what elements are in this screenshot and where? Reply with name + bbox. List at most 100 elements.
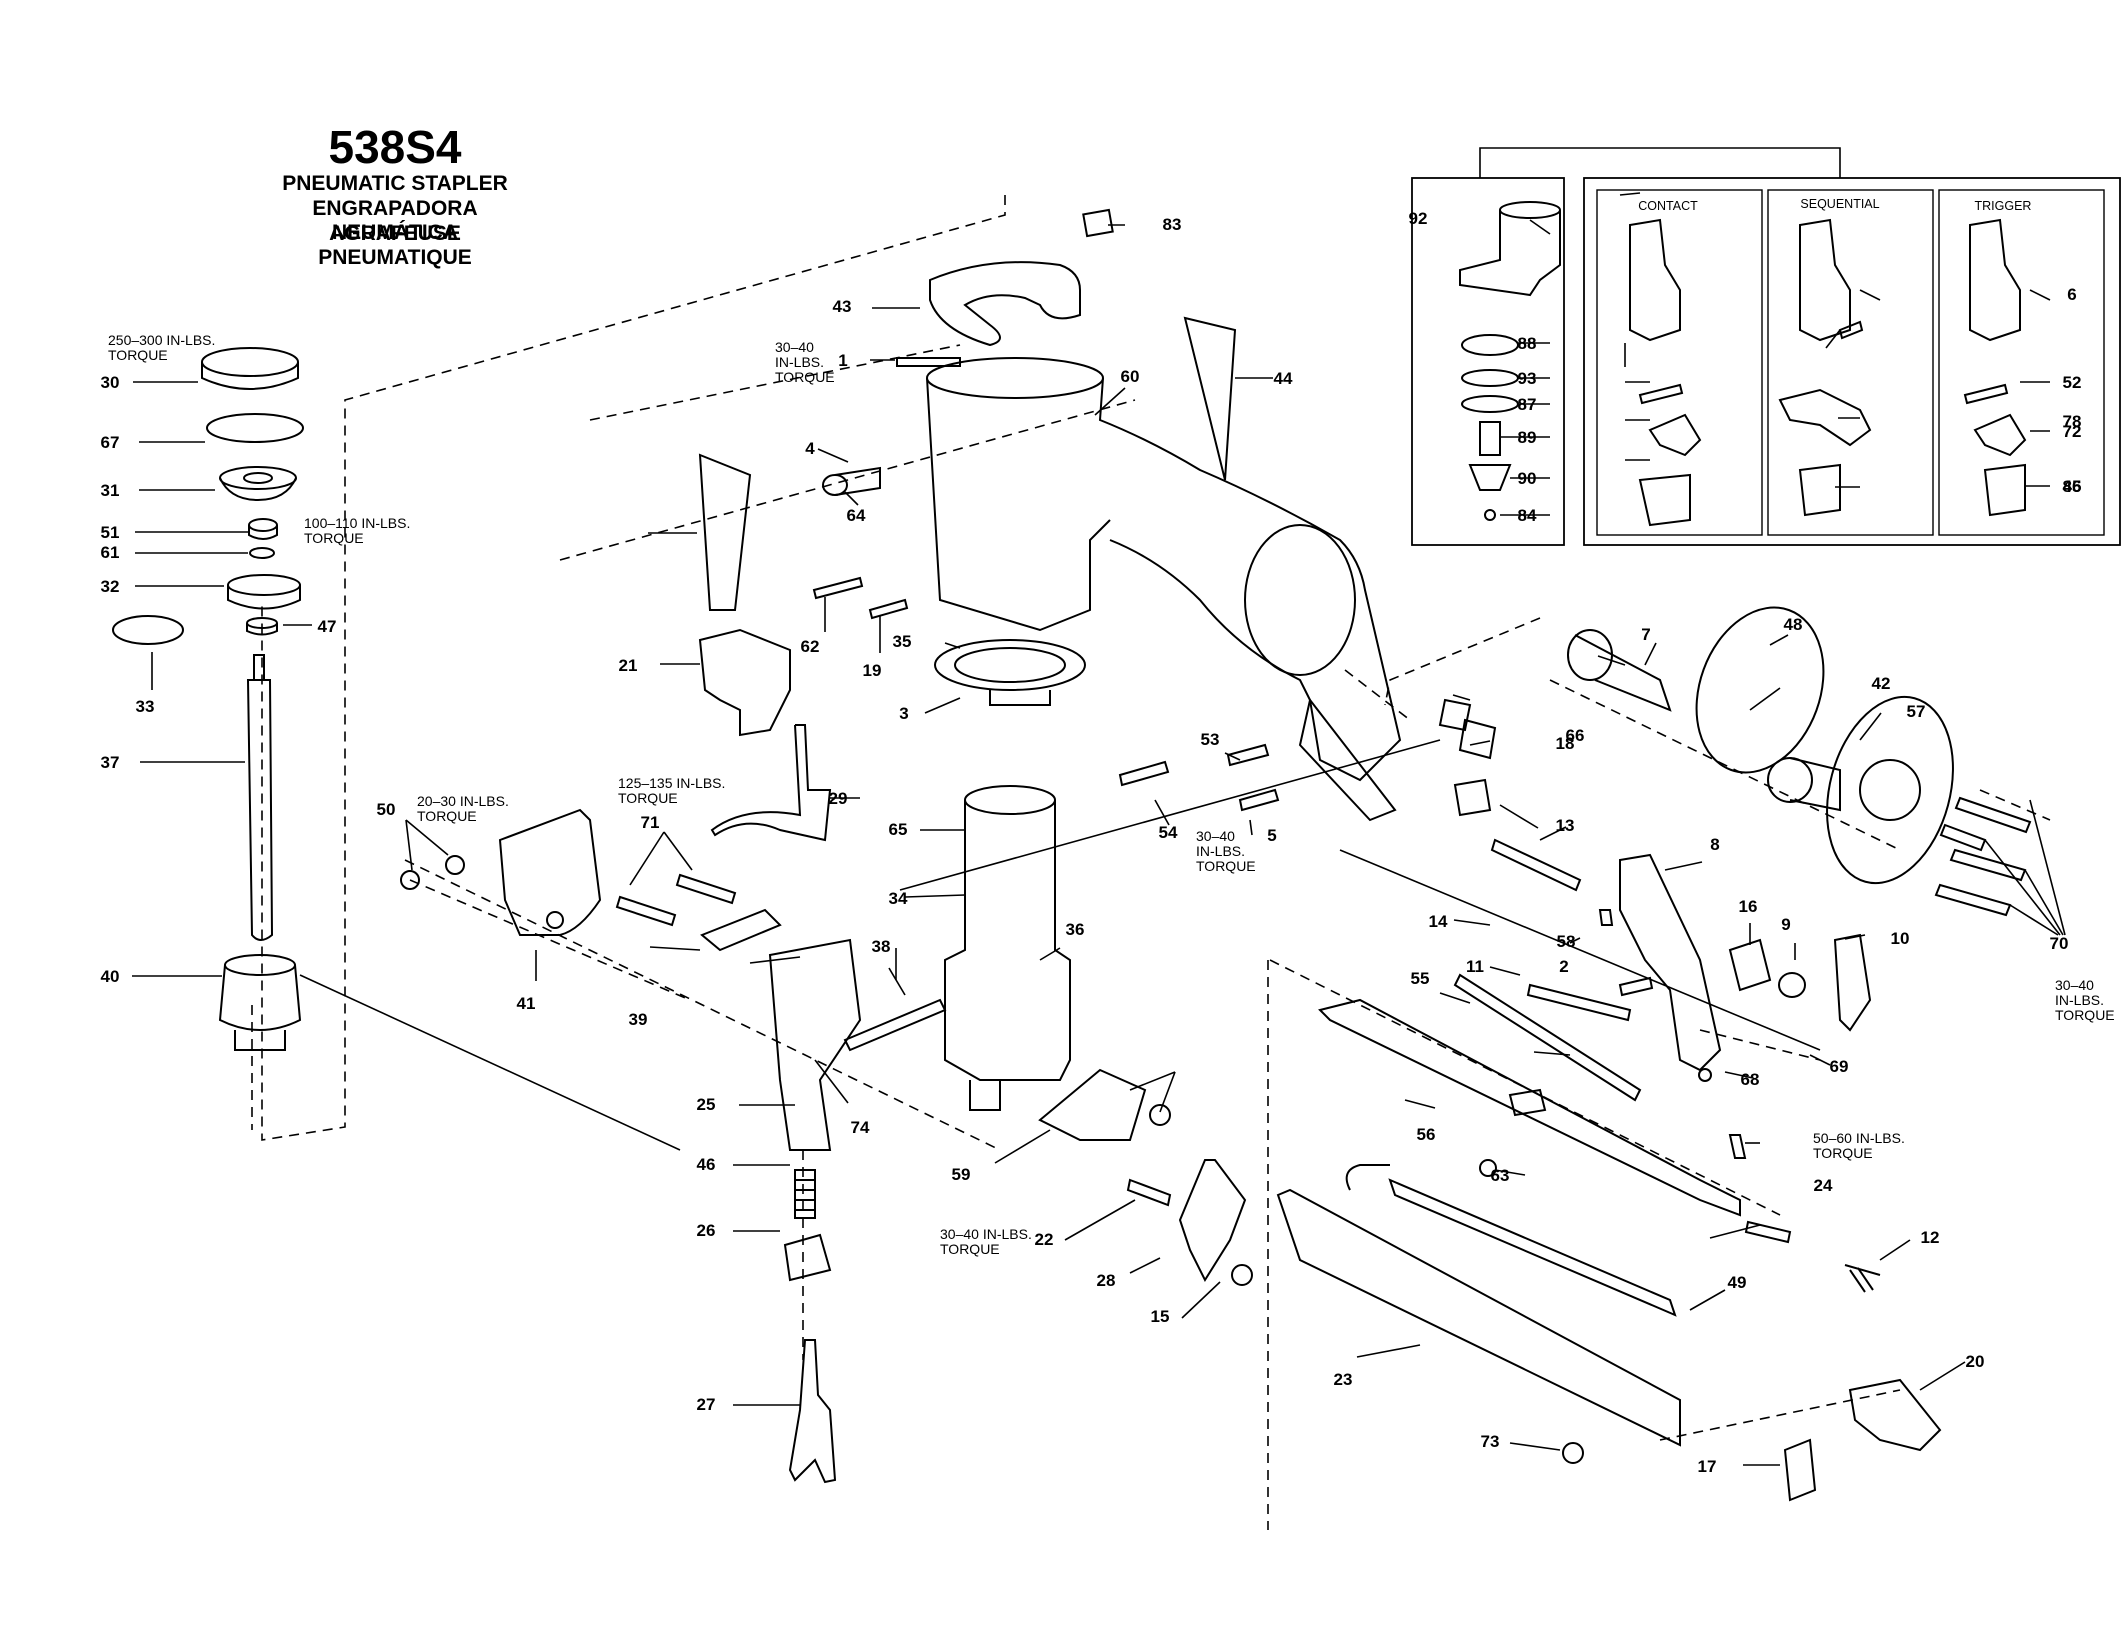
end-cap-part-41 <box>498 808 602 936</box>
spring-part-46 <box>794 1169 816 1219</box>
part-label: 55 <box>1411 969 1430 988</box>
part-label: 46 <box>697 1155 716 1174</box>
valve-seat-part-88 <box>1461 334 1519 356</box>
washer-small-part <box>246 617 278 636</box>
pin-part-53b <box>1238 788 1280 812</box>
part-label: 84 <box>1518 506 1537 525</box>
part-label: 7 <box>1641 625 1650 644</box>
bolt-part-70a <box>1954 796 2032 834</box>
bolt-part-70e <box>1939 823 1987 852</box>
seal-part-18 <box>1453 778 1492 817</box>
part-label: 9 <box>1781 915 1790 934</box>
seal-ring-part <box>112 615 184 645</box>
valve-stem-part-92 <box>1459 201 1561 297</box>
o-ring-part <box>206 413 304 443</box>
part-label: 49 <box>1728 1273 1747 1292</box>
part-label: 39 <box>629 1010 648 1029</box>
inset-contact-panel <box>1596 189 1763 536</box>
part-label: 58 <box>1557 932 1576 951</box>
model-number: 538S4 <box>328 121 462 173</box>
pin-part-4 <box>822 466 881 496</box>
nut-part-15 <box>1231 1264 1253 1286</box>
dashed-guide-lines <box>251 195 2051 1530</box>
cap-plate-part-57 <box>1826 695 1954 885</box>
part-label: 74 <box>851 1118 870 1137</box>
inset-title-sequential: SEQUENTIAL <box>1800 197 1879 211</box>
part-label: 59 <box>952 1165 971 1184</box>
o-ring-part-93 <box>1461 369 1519 387</box>
nut-part-50b <box>445 855 465 875</box>
clip-part <box>1082 208 1114 238</box>
nut-part <box>248 518 278 540</box>
bolt-part-70b <box>1728 1134 1747 1159</box>
part-label: 34 <box>889 889 908 908</box>
trigger-part-28 <box>1178 1159 1247 1283</box>
part-label: 73 <box>1481 1432 1500 1451</box>
part-label: 41 <box>517 994 536 1013</box>
driver-blade-part <box>246 654 274 941</box>
nut-part-73 <box>1562 1442 1584 1464</box>
part-label: 78 <box>2063 412 2082 431</box>
side-cover-left-part <box>698 453 752 611</box>
spring-part-16 <box>1728 938 1772 992</box>
inset-trigger-parts <box>1963 218 2027 517</box>
pin-part-62 <box>812 576 864 600</box>
part-label: 31 <box>101 481 120 500</box>
part-label: 28 <box>1097 1271 1116 1290</box>
part-label: 33 <box>136 697 155 716</box>
torque-annotation: 20–30 IN-LBS.TORQUE <box>417 793 509 824</box>
cylinder-cap-part <box>929 261 1081 347</box>
latch-part-59 <box>1038 1068 1147 1141</box>
part-label: 5 <box>1267 826 1276 845</box>
part-label: 16 <box>1739 897 1758 916</box>
lever-part-10 <box>1833 933 1872 1032</box>
valve-part-90 <box>1468 464 1512 491</box>
part-label: 10 <box>1891 929 1910 948</box>
part-label: 51 <box>101 523 120 542</box>
part-label: 69 <box>1830 1057 1849 1076</box>
part-label: 6 <box>2067 285 2076 304</box>
part-label: 32 <box>101 577 120 596</box>
torque-annotation: 30–40 IN-LBS.TORQUE <box>940 1226 1032 1257</box>
part-label: 47 <box>318 617 337 636</box>
pusher-part-49 <box>1388 1178 1677 1317</box>
spring-part-12 <box>1844 1264 1881 1293</box>
inset-contact-parts <box>1629 218 1702 527</box>
magazine-rail-part-23 <box>1276 1188 1681 1447</box>
part-label: 67 <box>101 433 120 452</box>
part-label: 66 <box>1566 726 1585 745</box>
clip-part-39 <box>700 908 782 952</box>
part-label: 56 <box>1417 1125 1436 1144</box>
part-label: 92 <box>1409 209 1428 228</box>
part-label: 17 <box>1698 1457 1717 1476</box>
strip-part-11 <box>1526 983 1632 1022</box>
torque-annotation: 250–300 IN-LBS.TORQUE <box>108 332 215 363</box>
part-label: 29 <box>829 789 848 808</box>
part-label: 45 <box>2063 477 2082 496</box>
part-label: 19 <box>863 661 882 680</box>
spring-wire-part-49 <box>1345 1164 1390 1191</box>
part-label: 15 <box>1151 1307 1170 1326</box>
end-plate-part-48 <box>1695 606 1825 774</box>
valve-part-42 <box>1767 757 1841 812</box>
pin-part-19 <box>868 598 909 620</box>
pin-part-58 <box>1598 909 1614 926</box>
wire-spring-part-29 <box>710 724 832 842</box>
part-label: 93 <box>1518 369 1537 388</box>
part-label: 60 <box>1121 367 1140 386</box>
pin-part-53a <box>1226 743 1270 767</box>
part-label: 22 <box>1035 1230 1054 1249</box>
part-label: 25 <box>697 1095 716 1114</box>
part-label: 30 <box>101 373 120 392</box>
pin-part-5 <box>1118 760 1170 787</box>
part-label: 35 <box>893 632 912 651</box>
inset-trigger-panel <box>1938 189 2105 536</box>
part-label: 2 <box>1559 957 1568 976</box>
cap-part <box>201 347 299 390</box>
part-label: 38 <box>872 937 891 956</box>
latch-part-17 <box>1783 1438 1817 1502</box>
part-label: 54 <box>1159 823 1178 842</box>
bolt-part-71b <box>675 873 737 905</box>
part-label: 11 <box>1466 957 1484 976</box>
